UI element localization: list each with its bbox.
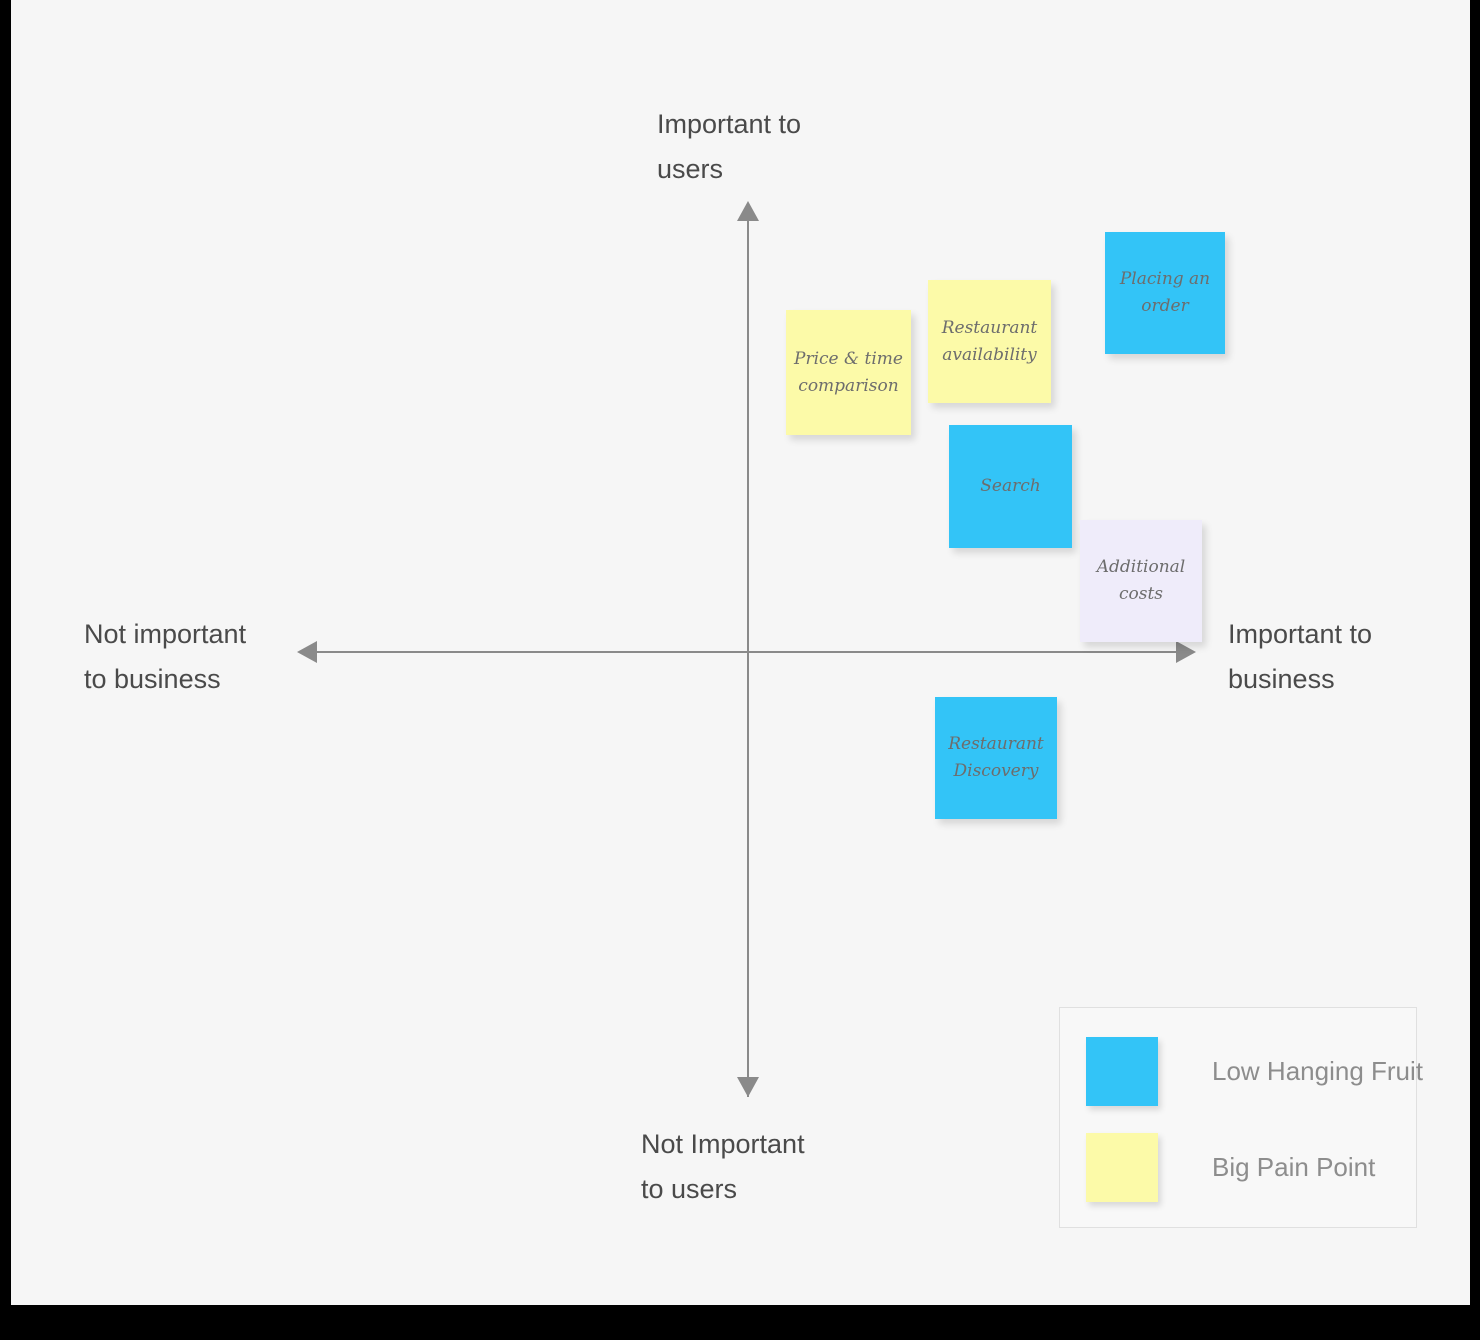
axis-label-right: Important to business <box>1228 619 1373 694</box>
sticky-note[interactable]: Placing an order <box>1105 232 1225 354</box>
sticky-note[interactable]: Search <box>949 425 1072 548</box>
arrow-left-icon <box>297 641 317 663</box>
arrow-down-icon <box>737 1077 759 1097</box>
axis-label-top: Important to users <box>657 109 802 184</box>
x-axis-line <box>303 651 1193 653</box>
legend-swatch-low-hanging-fruit <box>1086 1037 1158 1106</box>
sticky-note[interactable]: Restaurant availability <box>928 280 1051 403</box>
legend-swatch-big-pain-point <box>1086 1133 1158 1202</box>
arrow-up-icon <box>737 201 759 221</box>
matrix-canvas[interactable]: Important to users Not Important to user… <box>11 0 1470 1305</box>
legend-label-big-pain-point: Big Pain Point <box>1212 1152 1376 1182</box>
legend-item-big-pain-point[interactable]: Big Pain Point <box>1086 1133 1375 1202</box>
legend-item-low-hanging-fruit[interactable]: Low Hanging Fruit <box>1086 1037 1423 1106</box>
sticky-note[interactable]: Price & time comparison <box>786 310 911 435</box>
axis-label-bottom: Not Important to users <box>641 1129 805 1204</box>
legend-label-low-hanging-fruit: Low Hanging Fruit <box>1212 1056 1423 1086</box>
sticky-note[interactable]: Additional costs <box>1080 520 1202 642</box>
legend: Low Hanging Fruit Big Pain Point <box>1059 1007 1423 1228</box>
axis-label-left: Not important to business <box>84 619 247 694</box>
sticky-note[interactable]: Restaurant Discovery <box>935 697 1057 819</box>
arrow-right-icon <box>1176 641 1196 663</box>
